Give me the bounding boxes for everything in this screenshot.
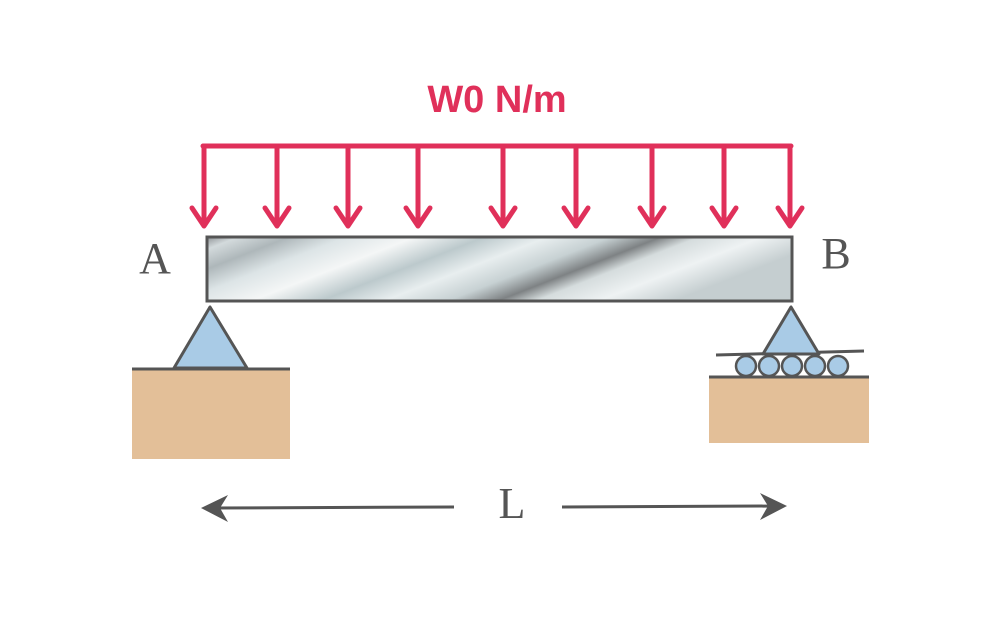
load-arrow-head <box>561 205 591 229</box>
load-arrow-head <box>333 205 363 229</box>
load-arrow-head <box>403 205 433 229</box>
span-dimension: L <box>201 479 787 528</box>
load-arrow <box>561 143 591 229</box>
end-label-b: B <box>821 229 850 278</box>
load-arrow <box>488 143 518 229</box>
roller <box>803 354 827 378</box>
rollers <box>734 354 850 378</box>
load-arrow-head <box>262 205 292 229</box>
distributed-load: W0 N/m <box>189 79 805 229</box>
beam: A B <box>139 229 851 303</box>
load-arrow <box>775 143 805 229</box>
load-arrow-head <box>189 205 219 229</box>
load-arrow <box>403 143 433 229</box>
dimension-line-right <box>561 504 777 509</box>
load-arrow-head <box>637 205 667 229</box>
dimension-line-left <box>211 505 455 510</box>
roller <box>757 354 781 378</box>
load-arrows <box>189 143 805 229</box>
load-arrow <box>637 143 667 229</box>
load-arrow <box>333 143 363 229</box>
ground-block-left <box>132 369 290 459</box>
pin-triangle-left <box>172 305 249 370</box>
span-label: L <box>499 479 526 528</box>
load-arrow <box>189 143 219 229</box>
ground-block-right <box>709 377 869 443</box>
pinned-support-left <box>132 305 290 459</box>
dimension-arrowhead-right <box>760 493 787 520</box>
roller <box>826 354 850 378</box>
roller <box>734 354 758 378</box>
load-arrow-head <box>709 205 739 229</box>
pin-triangle-right <box>761 305 821 356</box>
load-arrow <box>262 143 292 229</box>
dimension-arrowhead-left <box>201 495 228 522</box>
beam-body <box>205 235 794 303</box>
end-label-a: A <box>139 234 171 283</box>
load-arrow-head <box>488 205 518 229</box>
load-arrow <box>709 143 739 229</box>
load-label: W0 N/m <box>427 79 566 121</box>
load-arrow-head <box>775 205 805 229</box>
roller <box>780 354 804 378</box>
roller-support-right <box>709 305 869 443</box>
